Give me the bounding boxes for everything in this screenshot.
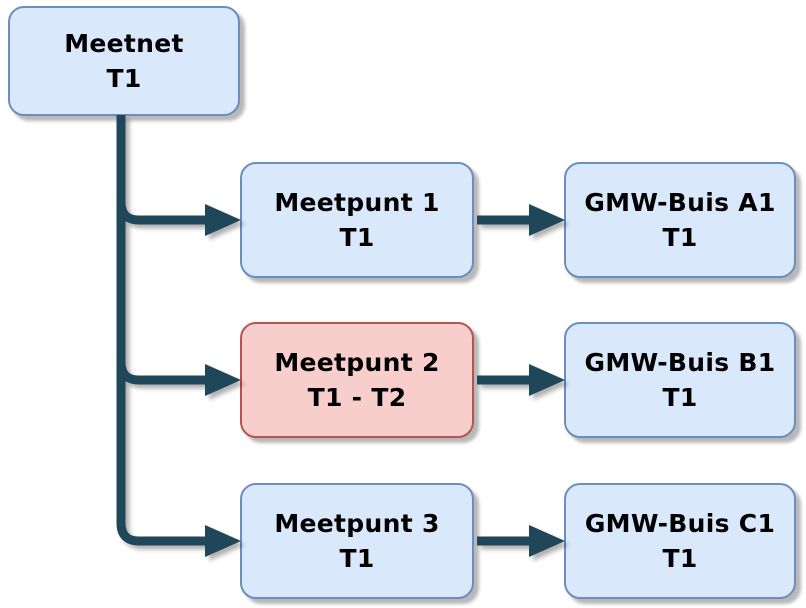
node-label: Meetpunt 3 [274, 509, 440, 538]
edge-meetnet-meetpunt-2 [116, 115, 205, 385]
node-label: Meetpunt 2 [274, 348, 440, 377]
node-label: GMW-Buis A1 [584, 188, 776, 217]
node-label: Meetpunt 1 [274, 188, 440, 217]
node-gmw-buis-a1: GMW-Buis A1 T1 [564, 162, 796, 278]
node-meetpunt-3: Meetpunt 3 T1 [240, 483, 474, 599]
arrowhead-meetpunt-3 [205, 525, 241, 557]
node-period: T1 [662, 383, 698, 412]
node-label: Meetnet [64, 29, 184, 58]
node-gmw-buis-c1: GMW-Buis C1 T1 [564, 483, 796, 599]
node-period: T1 [339, 223, 375, 252]
arrowhead-meetpunt-2 [205, 364, 241, 396]
arrowhead-meetpunt-1 [205, 204, 241, 236]
node-period: T1 - T2 [307, 383, 407, 412]
edge-meetnet-meetpunt-3 [116, 115, 205, 546]
node-period: T1 [662, 544, 698, 573]
node-period: T1 [106, 64, 142, 93]
node-meetnet: Meetnet T1 [8, 6, 240, 116]
node-meetpunt-1: Meetpunt 1 T1 [240, 162, 474, 278]
arrowhead-gmw-buis-b1 [529, 364, 565, 396]
edge-meetnet-meetpunt-1 [116, 115, 205, 225]
arrowhead-gmw-buis-a1 [529, 204, 565, 236]
node-meetpunt-2: Meetpunt 2 T1 - T2 [240, 322, 474, 438]
node-label: GMW-Buis C1 [584, 509, 776, 538]
node-period: T1 [339, 544, 375, 573]
arrowhead-gmw-buis-c1 [529, 525, 565, 557]
node-gmw-buis-b1: GMW-Buis B1 T1 [564, 322, 796, 438]
node-label: GMW-Buis B1 [584, 348, 776, 377]
node-period: T1 [662, 223, 698, 252]
